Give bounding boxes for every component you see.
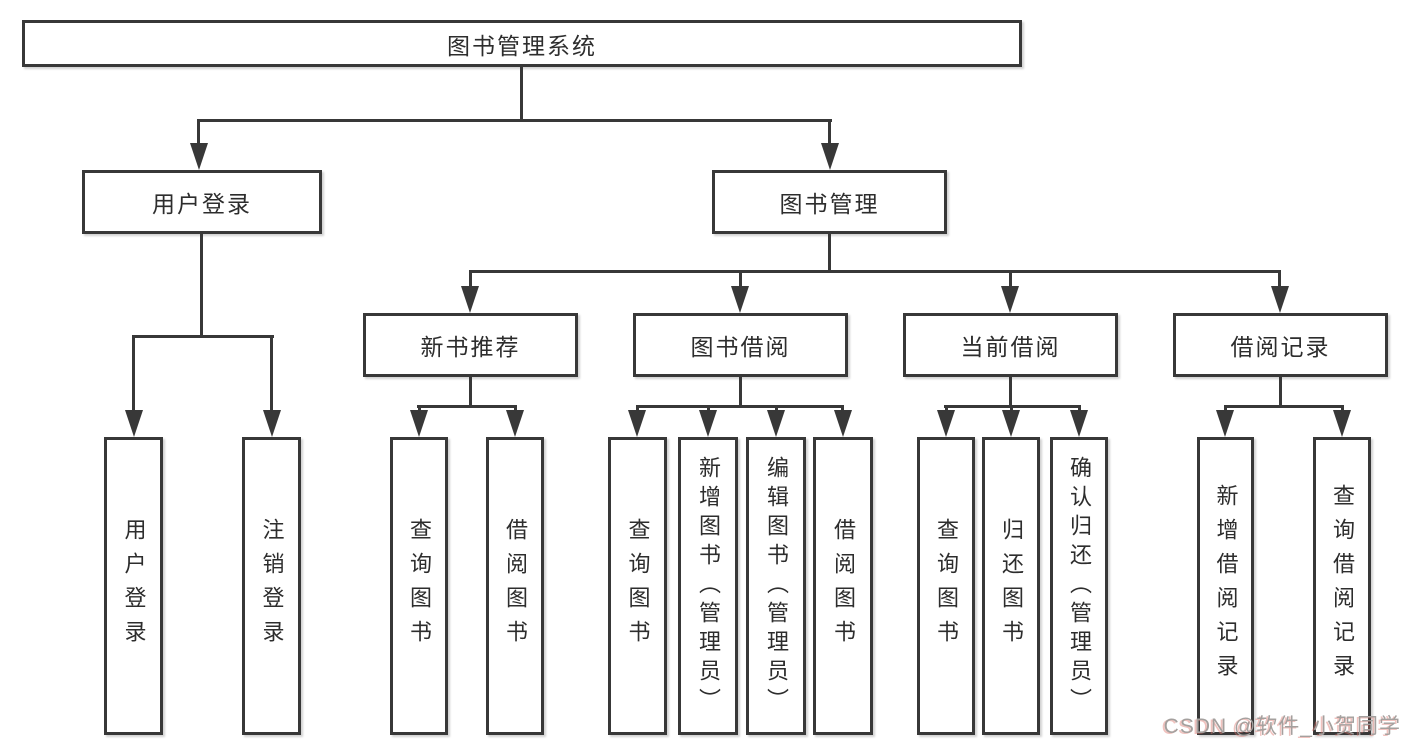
arrowhead [1271, 286, 1289, 313]
leaf-logout: 注销登录 [242, 437, 301, 735]
arrowhead [834, 410, 852, 437]
node-book-management: 图书管理 [712, 170, 947, 234]
connector-line [197, 119, 200, 146]
leaf-return-books: 归还图书 [982, 437, 1040, 735]
connector-line [132, 335, 274, 338]
arrowhead [628, 410, 646, 437]
arrowhead [731, 286, 749, 313]
connector-line [469, 270, 472, 289]
leaf-query-borrow-record: 查询借阅记录 [1313, 437, 1371, 735]
connector-line [1279, 375, 1282, 406]
connector-line [739, 375, 742, 406]
node-current-borrow: 当前借阅 [903, 313, 1118, 377]
node-user-login: 用户登录 [82, 170, 322, 234]
leaf-confirm-return-admin: 确认归还（管理员） [1050, 437, 1108, 735]
arrowhead [263, 410, 281, 437]
arrowhead [461, 286, 479, 313]
connector-line [1009, 375, 1012, 406]
connector-line [828, 232, 831, 273]
connector-line [739, 270, 742, 289]
arrowhead [699, 410, 717, 437]
leaf-query-books-current: 查询图书 [917, 437, 975, 735]
connector-line [1224, 405, 1344, 408]
arrowhead [125, 410, 143, 437]
node-new-book-recommend: 新书推荐 [363, 313, 578, 377]
connector-line [200, 232, 203, 337]
leaf-edit-books-admin: 编辑图书（管理员） [746, 437, 806, 735]
connector-line [469, 375, 472, 406]
leaf-add-books-admin: 新增图书（管理员） [678, 437, 738, 735]
arrowhead [190, 143, 208, 170]
connector-line [1009, 270, 1012, 289]
arrowhead [1216, 410, 1234, 437]
leaf-user-login: 用户登录 [104, 437, 163, 735]
connector-line [520, 66, 523, 120]
arrowhead [410, 410, 428, 437]
node-root: 图书管理系统 [22, 20, 1022, 67]
leaf-add-borrow-record: 新增借阅记录 [1197, 437, 1254, 735]
leaf-query-books-borrow: 查询图书 [608, 437, 667, 735]
arrowhead [821, 143, 839, 170]
leaf-query-books-recommend: 查询图书 [390, 437, 448, 735]
arrowhead [937, 410, 955, 437]
connector-line [417, 405, 517, 408]
node-borrow-records: 借阅记录 [1173, 313, 1388, 377]
connector-line [132, 335, 135, 412]
connector-line [1278, 270, 1281, 289]
arrowhead [1001, 286, 1019, 313]
leaf-borrow-books: 借阅图书 [813, 437, 873, 735]
arrowhead [1070, 410, 1088, 437]
connector-line [636, 405, 844, 408]
arrowhead [1002, 410, 1020, 437]
arrowhead [506, 410, 524, 437]
arrowhead [767, 410, 785, 437]
connector-line [828, 119, 831, 146]
leaf-borrow-books-recommend: 借阅图书 [486, 437, 544, 735]
connector-line [270, 335, 273, 412]
csdn-watermark: CSDN @软件_小贺同学 [1163, 715, 1401, 738]
arrowhead [1333, 410, 1351, 437]
connector-line [197, 119, 832, 122]
node-book-borrow: 图书借阅 [633, 313, 848, 377]
connector-line [469, 270, 1281, 273]
